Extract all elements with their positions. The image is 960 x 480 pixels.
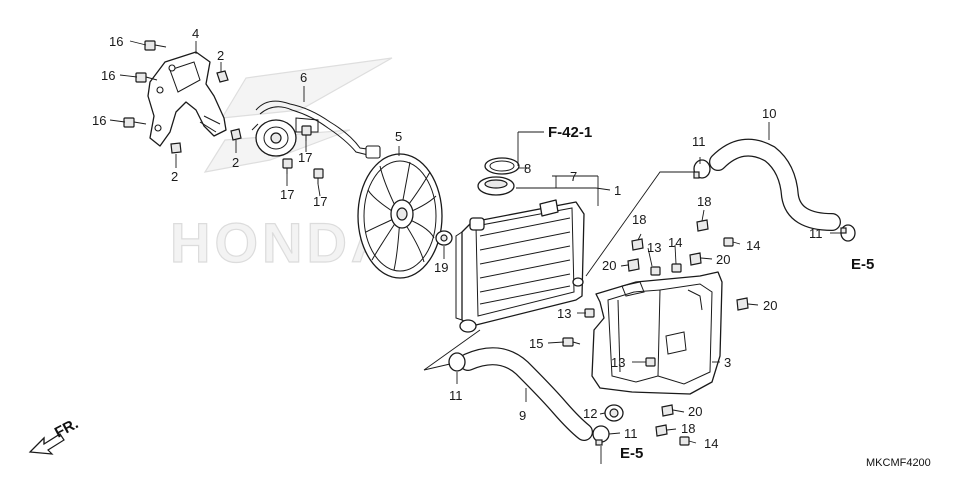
hose-part-9	[459, 347, 593, 441]
callout-11-left: 11	[449, 388, 463, 403]
callout-20-d: 20	[688, 404, 702, 419]
bolt-17-c	[313, 168, 324, 184]
callout-4: 4	[192, 26, 199, 41]
callout-9: 9	[519, 408, 526, 423]
callout-6: 6	[300, 70, 307, 85]
callout-13-b: 13	[557, 306, 571, 321]
callout-20-a: 20	[602, 258, 616, 273]
callout-17-b: 17	[280, 187, 294, 202]
callout-1: 1	[614, 183, 621, 198]
clip-18-b	[696, 219, 709, 232]
callout-10: 10	[762, 106, 776, 121]
leader-lines	[109, 40, 842, 464]
callout-20-c: 20	[763, 298, 777, 313]
callout-2-left: 2	[171, 169, 178, 184]
reference-f-42-1: F-42-1	[548, 124, 592, 141]
fan-motor-part-6	[251, 100, 381, 159]
bolt-15	[562, 337, 581, 347]
callout-20-b: 20	[716, 252, 730, 267]
bolt-16-middle	[135, 72, 158, 83]
clip-2-left	[170, 142, 182, 154]
callout-16-bottom: 16	[92, 113, 106, 128]
callout-15: 15	[529, 336, 543, 351]
bolt-14-b	[671, 263, 682, 273]
bolt-13-c	[645, 357, 656, 367]
callout-3: 3	[724, 355, 731, 370]
fan-bracket-part-4	[147, 51, 227, 147]
radiator-cap-part-7	[477, 176, 515, 196]
callout-7: 7	[570, 169, 577, 184]
nut-19	[435, 230, 453, 246]
cooling-fan-part-5	[357, 153, 443, 279]
bolt-17-b	[282, 158, 293, 174]
hose-clamp-11-left	[448, 352, 466, 372]
callout-11-top: 11	[692, 134, 706, 149]
bolt-13-b	[584, 308, 595, 318]
callout-18-c: 18	[681, 421, 695, 436]
clip-18-a	[631, 238, 644, 251]
clip-2-top	[216, 70, 229, 83]
callout-17-c: 17	[313, 194, 327, 209]
bolt-13-a	[650, 266, 661, 276]
reference-e-5-right: E-5	[851, 256, 874, 273]
o-ring-part-8	[484, 157, 520, 175]
hose-part-10	[709, 138, 841, 231]
radiator-part-1	[455, 199, 585, 333]
clip-2-right	[230, 128, 242, 141]
callout-labels: 16 16 16 4 2 2 2 6 17 17 17 5 19 8 7 1 1…	[92, 26, 823, 451]
callout-16-top: 16	[109, 34, 123, 49]
callout-18-b: 18	[697, 194, 711, 209]
callout-16-middle: 16	[101, 68, 115, 83]
callout-2-right: 2	[232, 155, 239, 170]
diagram-code: MKCMF4200	[866, 457, 931, 469]
callout-5: 5	[395, 129, 402, 144]
clip-18-c	[655, 424, 668, 437]
hose-clamp-11-top	[693, 159, 711, 179]
clip-20-c	[736, 297, 749, 311]
bolt-16-top	[144, 40, 167, 51]
callout-12: 12	[583, 406, 597, 421]
clip-20-a	[627, 258, 640, 272]
callout-13-a: 13	[647, 240, 661, 255]
callout-14-c: 14	[704, 436, 718, 451]
hose-clamp-11-bottom	[592, 425, 610, 446]
reference-e-5-bottom: E-5	[620, 445, 643, 462]
callout-13-c: 13	[611, 355, 625, 370]
callout-19: 19	[434, 260, 448, 275]
callout-14-b: 14	[668, 235, 682, 250]
clip-20-b	[689, 252, 702, 266]
watermark-text: HONDA	[170, 211, 395, 274]
bolt-16-bottom	[123, 117, 147, 128]
callout-8: 8	[524, 161, 531, 176]
callout-14-a: 14	[746, 238, 760, 253]
callout-18-a: 18	[632, 212, 646, 227]
hose-clamp-11-right	[840, 224, 856, 242]
bolt-14-a	[723, 237, 734, 247]
front-direction-arrow-icon	[28, 433, 65, 455]
grommet-12	[604, 404, 624, 422]
fan-shroud-part-3	[591, 271, 723, 395]
callout-11-bottom: 11	[624, 426, 638, 441]
bolt-17-a	[301, 125, 312, 141]
callout-17-a: 17	[298, 150, 312, 165]
clip-20-d	[661, 404, 674, 417]
callout-2-top: 2	[217, 48, 224, 63]
bolt-14-c	[679, 436, 690, 446]
callout-11-right: 11	[809, 226, 823, 241]
